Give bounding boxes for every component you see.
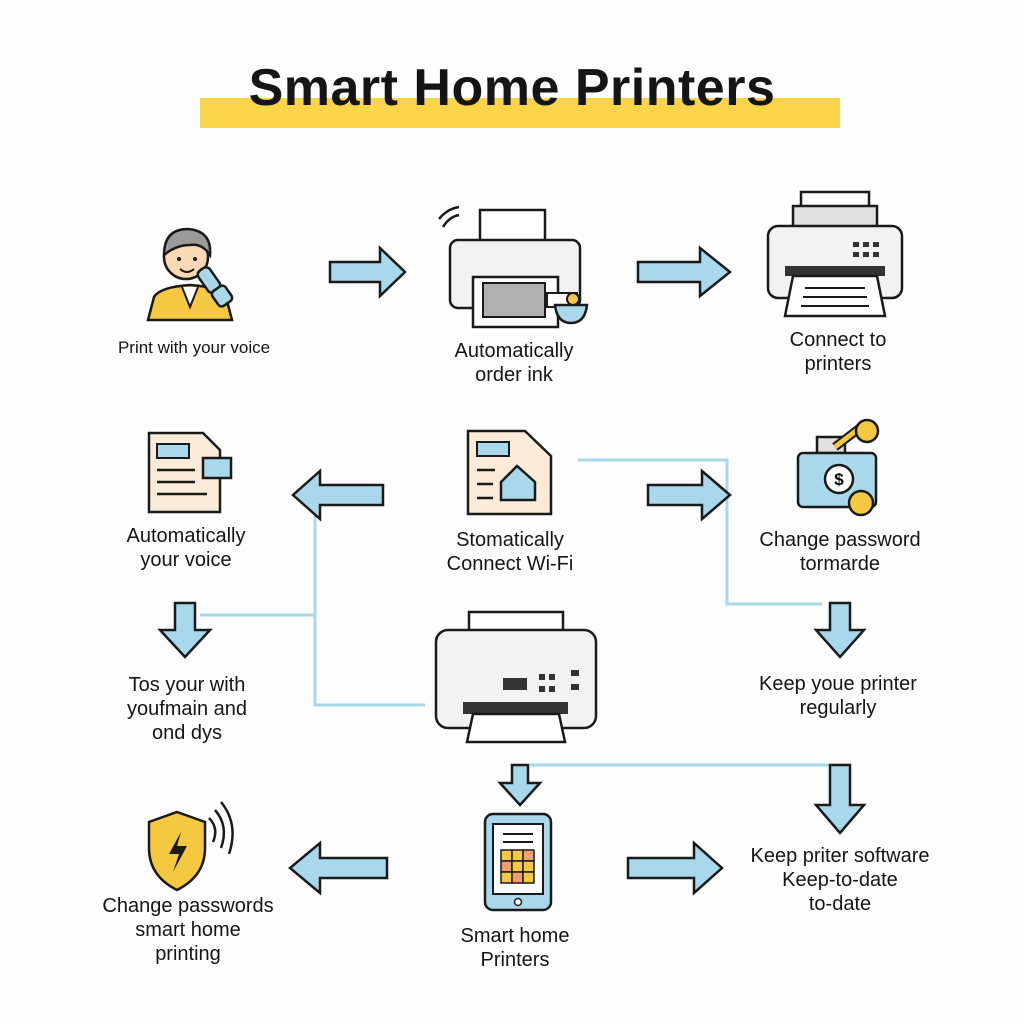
label-line: printing (155, 943, 221, 965)
arrow-right (626, 840, 724, 896)
person-voice-icon (146, 227, 234, 322)
label-line: Connect Wi-Fi (446, 553, 574, 575)
label-line: order ink (475, 364, 553, 386)
page-title: Smart Home Printers (248, 59, 776, 117)
label-line: Keep-to-date (782, 869, 898, 891)
label-print-with-voice: Print with your voice (64, 336, 324, 360)
printer-icon (766, 190, 904, 318)
label-line: youfmain and (126, 698, 248, 720)
label-line: Smart home (460, 925, 570, 947)
shield-wifi-icon (147, 801, 234, 892)
label-line: Change password (759, 529, 921, 551)
title-highlight (200, 98, 840, 128)
label-line: Printers (480, 949, 550, 971)
label-line: tormarde (799, 553, 881, 575)
label-line: Change passwords (102, 895, 274, 917)
label-line: Automatically (126, 525, 246, 547)
printer-ink-icon (438, 205, 589, 329)
svg-text:$: $ (834, 470, 844, 489)
document-icon (147, 431, 233, 514)
label-line: your voice (140, 549, 232, 571)
label-line: ond dys (151, 722, 223, 744)
label-line: Keep youe printer (759, 673, 917, 695)
document-upload-icon (466, 429, 553, 516)
label-line: Automatically (454, 340, 574, 362)
label-line: Print with your voice (117, 338, 271, 357)
arrow-left (288, 840, 389, 896)
label-line: to-date (808, 893, 872, 915)
arrow-down (157, 601, 213, 659)
payment-icon: $ (796, 418, 880, 517)
label-line: Stomatically (456, 529, 564, 551)
arrow-down (497, 763, 543, 807)
connector-line (578, 458, 822, 606)
label-line: printers (804, 353, 872, 375)
label-line: regularly (799, 697, 877, 719)
arrow-right (636, 245, 733, 299)
label-line: Connect to (789, 329, 887, 351)
arrow-right (646, 468, 732, 522)
label-line: smart home (135, 919, 241, 941)
central-printer-icon (434, 610, 598, 744)
connector-line (313, 495, 425, 707)
arrow-right (328, 245, 407, 299)
label-line: Tos your with (128, 674, 246, 696)
arrow-down (813, 763, 867, 835)
tablet-icon (483, 812, 553, 912)
arrow-left (291, 468, 385, 522)
label-line: Keep priter software (750, 845, 930, 867)
arrow-down (813, 601, 867, 659)
